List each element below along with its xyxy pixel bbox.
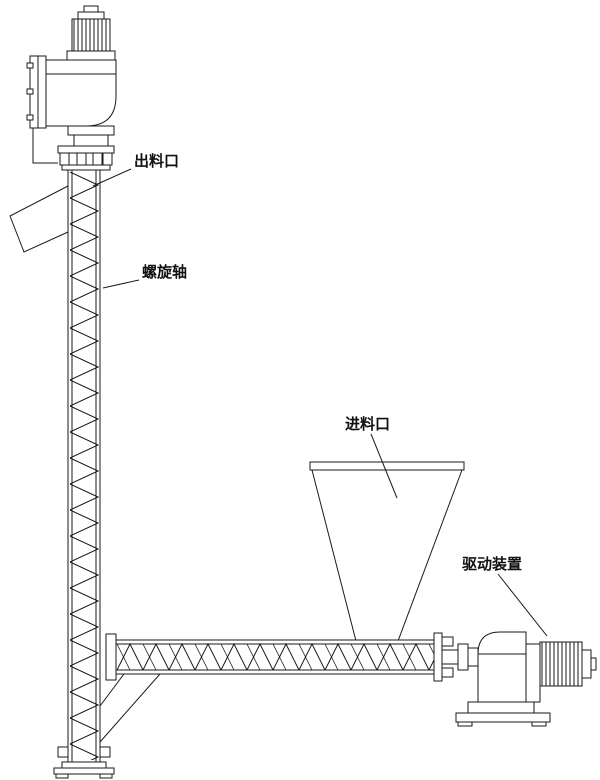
vertical-conveyor-tube — [68, 170, 100, 762]
left-end-flange — [106, 634, 116, 680]
tube-top-plate — [62, 165, 110, 170]
foot-pad — [100, 774, 112, 778]
screw-spiral — [117, 642, 435, 672]
gearbox-housing — [478, 632, 540, 702]
base-plate — [54, 768, 114, 774]
motor-shaft-tip — [591, 658, 596, 670]
screw-spiral — [69, 172, 99, 760]
flange-bolt — [103, 153, 112, 165]
chute-body — [100, 674, 160, 742]
horizontal-conveyor — [106, 634, 436, 680]
coupling-2 — [468, 648, 478, 666]
coupling-1 — [458, 644, 468, 670]
foot-pad — [56, 774, 68, 778]
flange-bolt — [442, 668, 453, 677]
label-drive-device: 驱动装置 — [462, 555, 522, 573]
leader-discharge-outlet — [93, 169, 131, 186]
bottom-drive-unit — [434, 632, 596, 726]
motor-end-cap — [582, 650, 591, 678]
bottom-cap — [62, 762, 106, 768]
chute-body — [10, 186, 68, 252]
top-drive-unit — [27, 6, 116, 163]
feed-hopper — [310, 462, 464, 641]
end-flange — [434, 633, 442, 681]
flange-bolt — [442, 637, 453, 646]
flange-bolt — [60, 153, 69, 165]
leader-drive-device — [498, 574, 547, 636]
flange-bolt — [27, 63, 33, 68]
motor-fins — [540, 642, 582, 686]
bottom-bolt-left — [58, 747, 68, 757]
hopper-rim — [310, 462, 464, 470]
gear-housing — [46, 60, 116, 126]
leader-screw-shaft — [103, 280, 139, 288]
transfer-chute — [100, 674, 160, 742]
foot-pad — [458, 722, 472, 726]
pedestal — [468, 702, 534, 713]
hopper-body — [312, 470, 462, 641]
flange-bolt — [27, 115, 33, 120]
housing-step-1 — [68, 126, 114, 135]
label-feed-inlet: 进料口 — [345, 415, 390, 433]
bottom-bolt-right — [100, 747, 110, 757]
vertical-tube-bottom — [54, 747, 114, 778]
flange-plate — [58, 146, 114, 153]
label-screw-shaft: 螺旋轴 — [142, 263, 187, 281]
motor-shaft-cap — [84, 6, 98, 12]
motor-fins — [72, 19, 110, 51]
flange-bolt — [27, 89, 33, 94]
motor-base — [67, 51, 115, 60]
motor-cap — [78, 12, 104, 19]
base-plate — [456, 713, 550, 722]
annotations: 出料口 螺旋轴 进料口 驱动装置 — [93, 152, 547, 636]
foot-pad — [532, 722, 546, 726]
label-discharge-outlet: 出料口 — [134, 152, 179, 170]
leader-feed-inlet — [371, 434, 397, 498]
support-bracket — [33, 128, 58, 163]
flange-bolt — [93, 153, 102, 165]
discharge-chute — [10, 186, 68, 252]
top-coupling-flange — [58, 146, 114, 170]
flange-bolt — [77, 153, 86, 165]
shaft-block — [442, 650, 458, 664]
housing-step-2 — [74, 135, 108, 146]
